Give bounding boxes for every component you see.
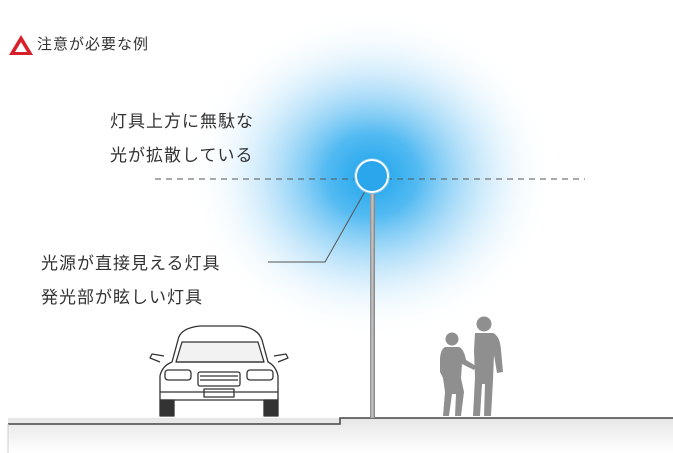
lamp-globe-icon <box>354 158 390 194</box>
header-title: 注意が必要な例 <box>37 35 150 53</box>
pedestrians-icon <box>440 316 503 416</box>
leader-line <box>268 178 373 263</box>
diffusion-note-line-1: 灯具上方に無駄な <box>110 112 254 132</box>
glare-note-line-1: 光源が直接見える灯具 <box>41 254 221 274</box>
glare-note-line-2: 発光部が眩しい灯具 <box>41 288 203 308</box>
lamp-pole <box>370 192 375 418</box>
ground <box>7 417 673 453</box>
diffusion-note-line-2: 光が拡散している <box>110 146 254 166</box>
warning-triangle-icon <box>9 35 33 55</box>
car-icon <box>149 325 289 417</box>
